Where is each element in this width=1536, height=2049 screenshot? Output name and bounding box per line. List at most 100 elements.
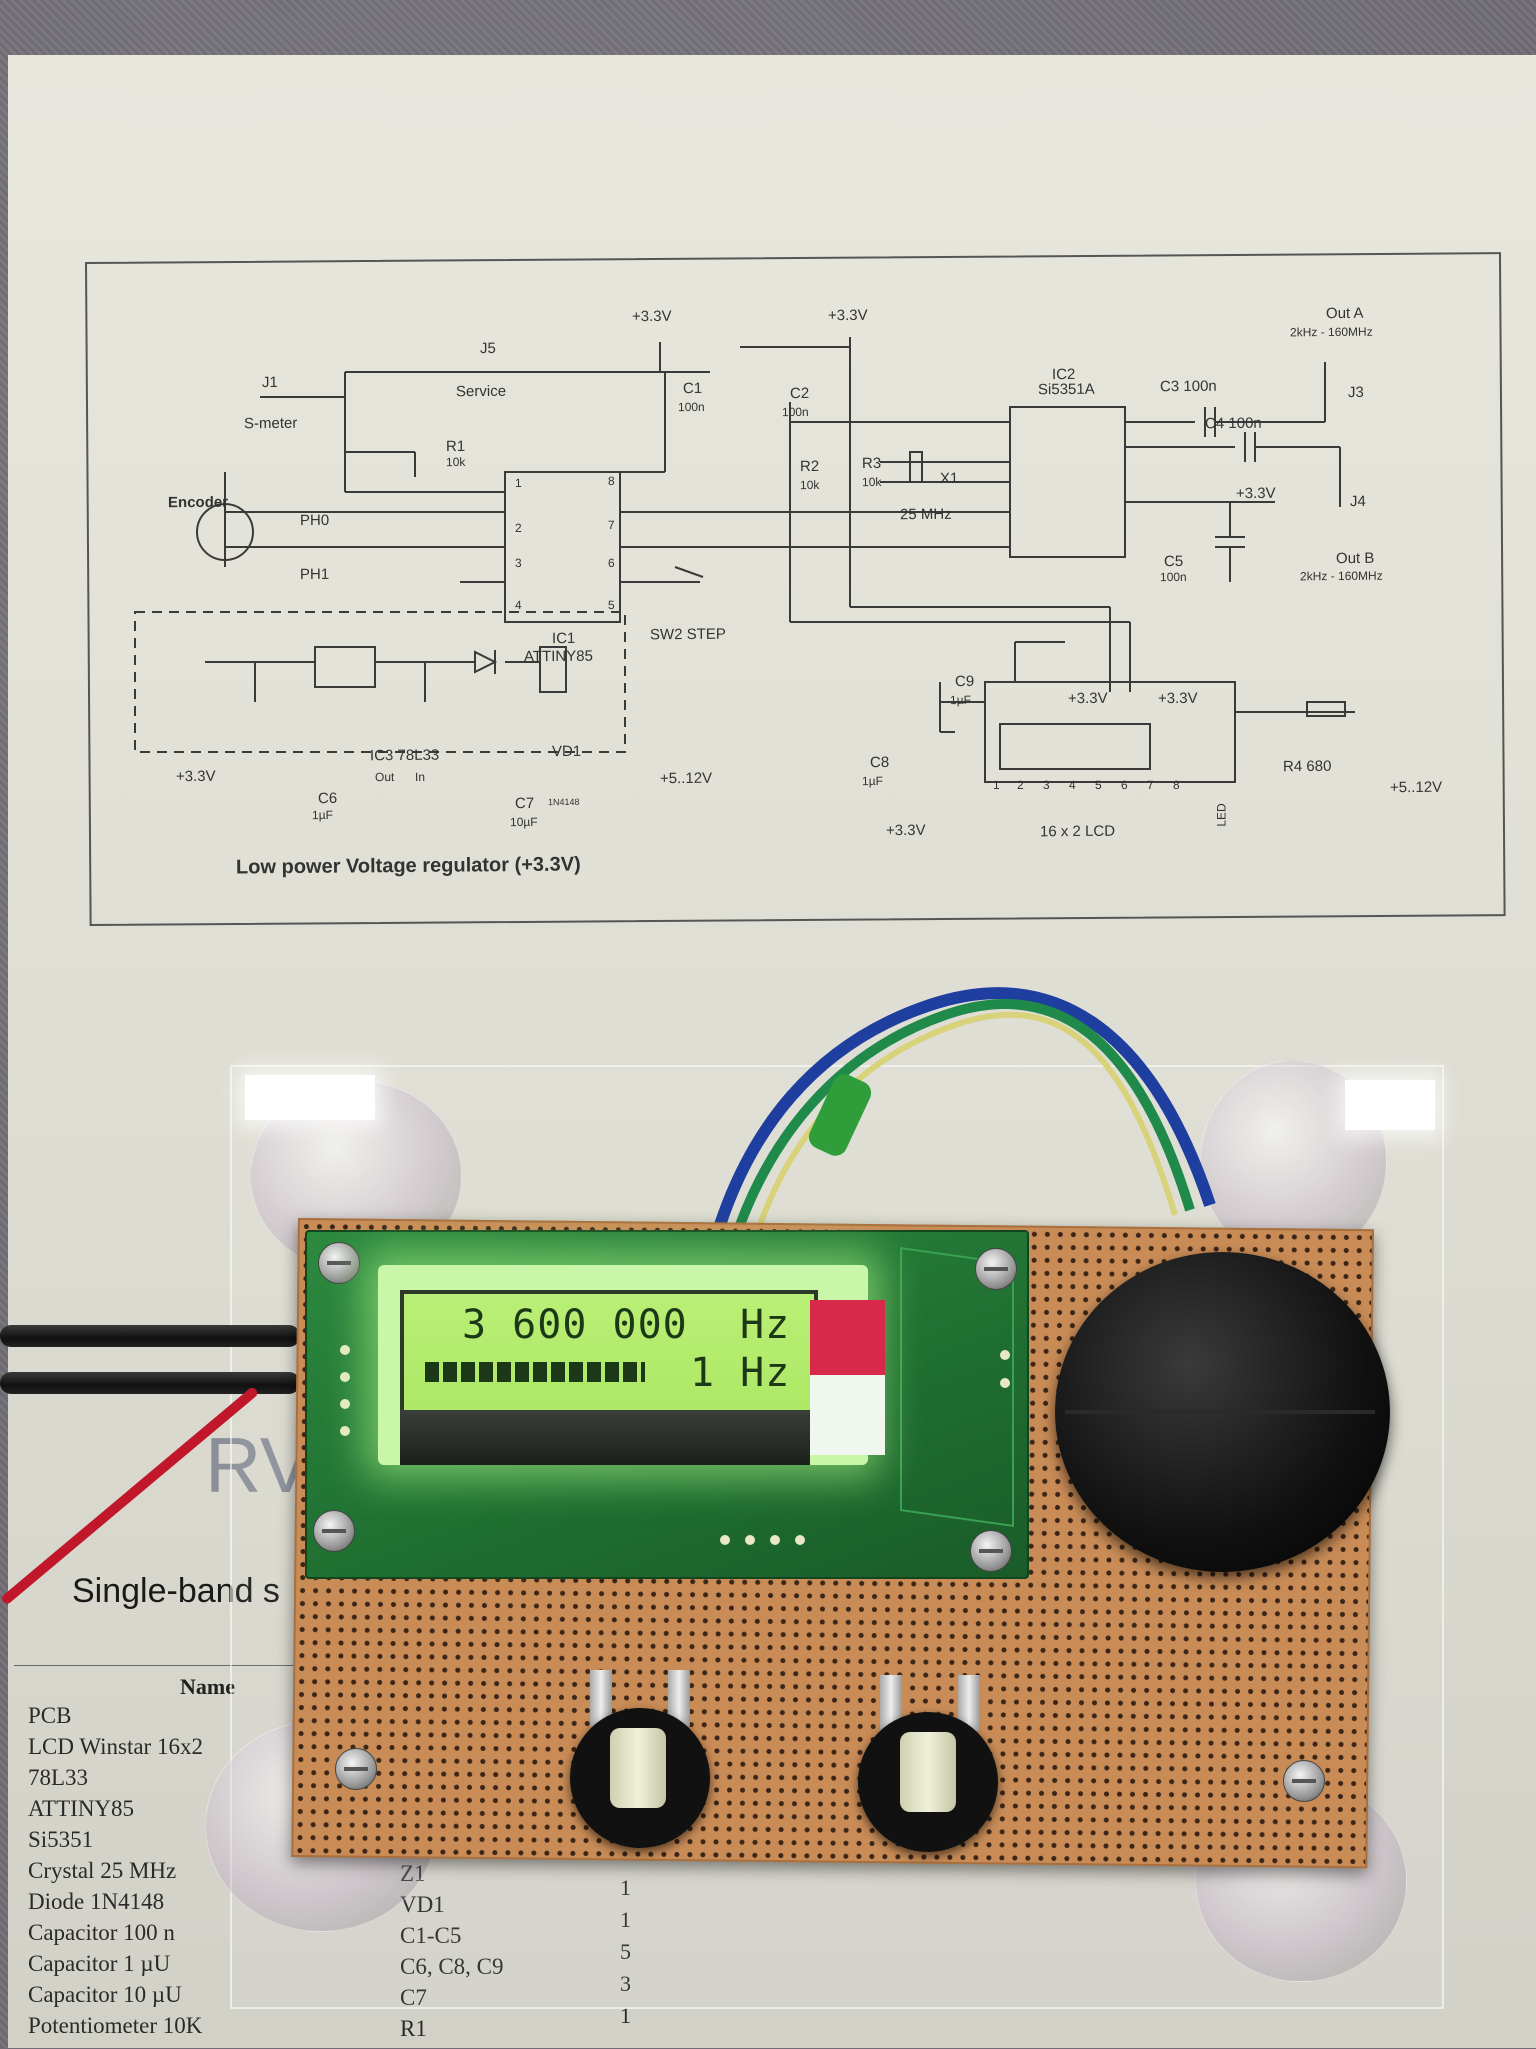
r1-label: R1	[445, 437, 466, 456]
sw2-label: SW2 STEP	[649, 625, 726, 644]
list-item: C7	[400, 1985, 427, 2010]
list-item: ATTINY85	[28, 1796, 135, 1821]
lcd-pin-7: 7	[1146, 777, 1154, 793]
list-item: 1	[620, 1875, 631, 1900]
r1-value-label: 10k	[445, 454, 466, 470]
via	[340, 1345, 350, 1355]
lcd-frequency-readout: 3 600 000	[462, 1302, 688, 1348]
vd1-label: VD1	[551, 742, 582, 761]
via	[340, 1372, 350, 1382]
screw	[970, 1530, 1012, 1572]
ic1-label: IC1	[551, 629, 576, 648]
out-a-label: Out A	[1325, 304, 1364, 323]
list-item: Capacitor 100 n	[28, 1920, 175, 1945]
ic1-pin-1: 1	[514, 475, 522, 491]
list-item: Capacitor 1 µU	[28, 1951, 171, 1976]
x1-label: X1	[939, 469, 959, 488]
lcd-pin-4: 4	[1068, 777, 1076, 793]
lcd-supply-label: +5..12V	[1389, 778, 1443, 797]
c2-value-label: 100n	[781, 404, 809, 420]
via	[745, 1535, 755, 1545]
regulator-output-label: +3.3V	[175, 767, 216, 786]
power-label-3v3-a: +3.3V	[631, 307, 672, 326]
lcd-power-label-b: +3.3V	[1157, 689, 1198, 708]
list-item: Si5351	[28, 1827, 94, 1852]
c7-value-label: 10µF	[509, 814, 538, 830]
j1-name-label: S-meter	[243, 414, 298, 433]
lcd-power-label-a: +3.3V	[1067, 689, 1108, 708]
power-cable	[0, 1372, 300, 1394]
parts-list: PCB LCD Winstar 16x2 78L33 ATTINY85 Si53…	[28, 1700, 203, 2041]
lcd-pin-8: 8	[1172, 777, 1180, 793]
ic3-in-label: In	[414, 769, 426, 785]
quantity-list: 1 1 5 3 1	[620, 1872, 631, 2032]
regulator-supply-label: +5..12V	[659, 769, 713, 788]
schematic-wiring	[134, 337, 1355, 783]
ic1-pin-5: 5	[607, 597, 615, 613]
lcd-pin-1: 1	[992, 777, 1000, 793]
ph0-label: PH0	[299, 511, 330, 530]
ic1-pin-8: 8	[607, 473, 615, 489]
lcd-pin-5: 5	[1094, 777, 1102, 793]
x1-value-label: 25 MHz	[899, 505, 952, 524]
c5-value-label: 100n	[1159, 569, 1187, 585]
page-title: Single-band s	[72, 1572, 280, 1610]
screw	[1283, 1760, 1325, 1802]
j1-label: J1	[261, 373, 278, 392]
pot-terminal	[590, 1670, 612, 1726]
list-item: PCB	[28, 1703, 72, 1728]
list-item: LCD Winstar 16x2	[28, 1734, 203, 1759]
parts-table-header: Name	[180, 1674, 235, 1699]
power-cable	[0, 1325, 300, 1347]
c8-label: C8	[869, 753, 890, 772]
pot-shaft	[610, 1728, 666, 1808]
c6-label: C6	[317, 789, 338, 808]
light-glare	[245, 1075, 375, 1120]
c3-label: C3 100n	[1159, 377, 1217, 396]
screw	[335, 1748, 377, 1790]
via	[720, 1535, 730, 1545]
ic2-name-label: Si5351A	[1037, 380, 1095, 399]
c1-label: C1	[682, 379, 703, 398]
j4-label: J4	[1349, 492, 1366, 511]
c8-power-label: +3.3V	[885, 821, 926, 840]
list-item: C6, C8, C9	[400, 1954, 504, 1979]
ic1-pin-6: 6	[607, 555, 615, 571]
via	[340, 1426, 350, 1436]
j5-label: J5	[479, 339, 496, 358]
j3-label: J3	[1347, 383, 1364, 402]
ph1-label: PH1	[299, 565, 330, 584]
c9-value-label: 1µF	[949, 692, 971, 708]
ic1-pin-2: 2	[514, 520, 522, 536]
c6-value-label: 1µF	[311, 807, 333, 823]
lcd-name-label: 16 x 2 LCD	[1039, 822, 1116, 841]
pot-terminal	[880, 1675, 902, 1731]
c5-label: C5	[1163, 552, 1184, 571]
list-item: Potentiometer 10K	[28, 2013, 203, 2038]
lcd-screen	[400, 1290, 818, 1418]
via	[1000, 1378, 1010, 1388]
power-label-3v3-b: +3.3V	[827, 306, 868, 325]
pot-shaft	[900, 1732, 956, 1812]
r3-label: R3	[861, 454, 882, 473]
r3-value-label: 10k	[861, 474, 882, 490]
list-item: R1	[400, 2016, 427, 2041]
via	[770, 1535, 780, 1545]
lcd-signal-bargraph	[425, 1362, 645, 1382]
ic1-name-label: ATTINY85	[523, 647, 593, 666]
c5-power-label: +3.3V	[1235, 484, 1276, 503]
ic1-pin-3: 3	[514, 555, 522, 571]
ic1-pin-7: 7	[607, 517, 615, 533]
list-item: C1-C5	[400, 1923, 462, 1948]
list-item: Capacitor 10 µU	[28, 1982, 182, 2007]
lcd-step-readout: 1 Hz	[690, 1350, 791, 1396]
via	[795, 1535, 805, 1545]
ic3-label: IC3 78L33	[369, 746, 440, 765]
out-a-range-label: 2kHz - 160MHz	[1289, 324, 1373, 340]
list-item: 78L33	[28, 1765, 89, 1790]
lcd-led-label: LED	[1214, 803, 1229, 827]
ic3-out-label: Out	[374, 769, 395, 785]
r4-label: R4 680	[1282, 757, 1332, 776]
lcd-frequency-unit: Hz	[740, 1302, 791, 1348]
via	[340, 1399, 350, 1409]
